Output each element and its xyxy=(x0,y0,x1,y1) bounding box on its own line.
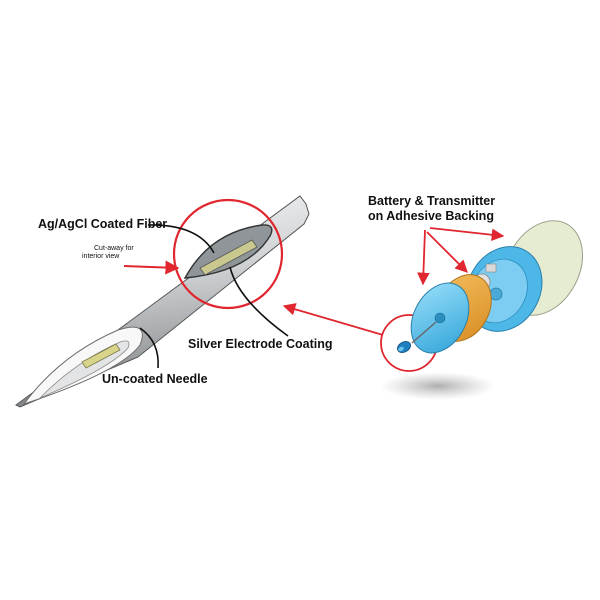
label-ag-agcl-coated-fiber: Ag/AgCl Coated Fiber xyxy=(38,217,168,231)
fiber-leader-line xyxy=(147,224,215,254)
needle xyxy=(15,195,310,408)
sensor-base-disc xyxy=(410,282,470,354)
sensor-pin xyxy=(411,321,437,344)
coating-leader-line xyxy=(229,266,289,337)
device-shadow xyxy=(380,372,496,400)
battery-arrow-3 xyxy=(429,227,505,242)
label-adhesive-backing: on Adhesive Backing xyxy=(368,209,494,223)
label-cutaway-line1: Cut-away for xyxy=(94,245,134,252)
cutaway-arrow xyxy=(123,260,180,275)
label-uncoated-needle: Un-coated Needle xyxy=(102,372,208,386)
label-cutaway-line2: interior view xyxy=(82,253,120,260)
battery-arrow-1 xyxy=(417,229,430,286)
battery-arrow-2 xyxy=(426,231,468,273)
cutaway-highlight-circle xyxy=(172,198,284,310)
fiber-segment xyxy=(199,239,258,276)
fiber-tip xyxy=(81,343,121,369)
sensor-to-needle-arrow xyxy=(282,303,384,336)
label-battery-transmitter: Battery & Transmitter xyxy=(368,194,496,208)
label-silver-electrode-coating: Silver Electrode Coating xyxy=(188,337,333,351)
sensor-cap xyxy=(397,341,411,353)
needle-leader-line xyxy=(139,327,159,369)
